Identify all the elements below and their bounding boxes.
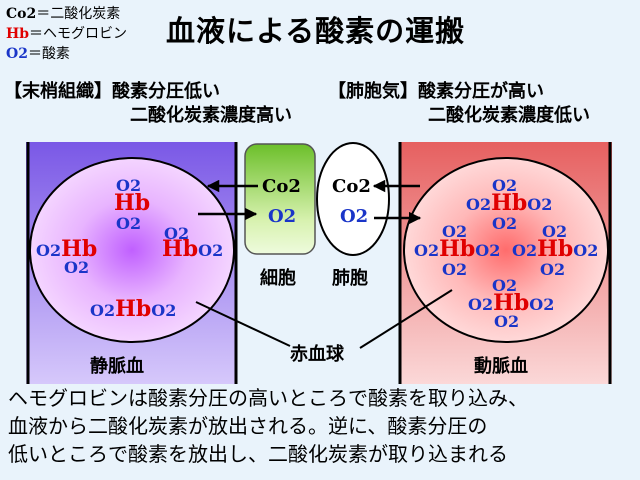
legend-co2: Co2＝二酸化炭素 — [6, 4, 120, 24]
o2-symbol: O2 — [475, 241, 501, 260]
hb-symbol: Hb — [491, 190, 528, 216]
legend-sep: ＝ — [36, 6, 51, 22]
arterial-o2hbo2-left: O2HbO2 — [414, 236, 500, 262]
arterial-o2hbo2-bottom: O2HbO2 — [468, 290, 554, 316]
venous-blood-label: 静脈血 — [90, 356, 144, 377]
right-condition: 【肺胞気】酸素分圧が高い — [328, 80, 544, 104]
arterial-o2: O2 — [442, 260, 468, 279]
o2-symbol: O2 — [468, 295, 494, 314]
legend-desc: ヘモグロビン — [43, 26, 128, 42]
legend-o2: O2＝酸素 — [6, 44, 70, 64]
arterial-o2: O2 — [540, 260, 566, 279]
alveolus — [316, 142, 390, 256]
legend-key: Hb — [6, 26, 30, 42]
arterial-o2: O2 — [494, 312, 520, 331]
o2-symbol: O2 — [573, 241, 599, 260]
arterial-o2: O2 — [492, 176, 518, 195]
o2-symbol: O2 — [36, 241, 62, 260]
leader-line-arterial — [359, 289, 453, 349]
venous-o2: O2 — [164, 224, 190, 243]
alveolus-o2: O2 — [340, 206, 369, 227]
o2-symbol: O2 — [512, 241, 538, 260]
left-condition-bracket: 【末梢組織】 — [4, 81, 112, 102]
arterial-o2: O2 — [492, 276, 518, 295]
explanation-line: 血液から二酸化炭素が放出される。逆に、酸素分圧の — [8, 414, 488, 438]
legend-hb: Hb＝ヘモグロビン — [6, 24, 127, 44]
explanation-line: ヘモグロビンは酸素分圧の高いところで酸素を取り込み、 — [8, 386, 528, 410]
venous-o2hbo2-bottom: O2HbO2 — [90, 296, 176, 322]
arterial-o2hbo2-top: O2HbO2 — [466, 190, 552, 216]
venous-hbo2-right: HbO2 — [162, 236, 223, 262]
venous-o2: O2 — [116, 176, 142, 195]
hb-symbol: Hb — [115, 296, 152, 322]
tissue-cell — [244, 143, 316, 255]
arterial-o2: O2 — [542, 222, 568, 241]
hb-symbol: Hb — [162, 236, 199, 262]
legend-key: Co2 — [6, 6, 37, 22]
leader-line-venous — [195, 301, 291, 347]
venous-o2hb-left: O2Hb — [36, 236, 97, 262]
o2-symbol: O2 — [529, 295, 555, 314]
o2-symbol: O2 — [90, 301, 116, 320]
hb-symbol: Hb — [493, 290, 530, 316]
o2-symbol: O2 — [414, 241, 440, 260]
alveolus-co2: Co2 — [332, 176, 371, 197]
venous-o2: O2 — [64, 258, 90, 277]
left-condition-line1: 酸素分圧低い — [112, 81, 220, 102]
left-condition-line2: 二酸化炭素濃度高い — [130, 105, 292, 126]
venous-o2: O2 — [116, 214, 142, 233]
arterial-o2: O2 — [442, 222, 468, 241]
o2-symbol: O2 — [198, 241, 224, 260]
right-condition-bracket: 【肺胞気】 — [328, 81, 418, 102]
o2-symbol: O2 — [466, 195, 492, 214]
legend-desc: 二酸化炭素 — [50, 6, 121, 22]
red-blood-cell-label: 赤血球 — [290, 344, 344, 365]
venous-hb: Hb — [114, 190, 151, 216]
alveolus-label: 肺胞 — [332, 268, 368, 289]
legend-sep: ＝ — [27, 46, 42, 62]
arterial-blood-label: 動脈血 — [474, 356, 528, 377]
venous-red-blood-cell — [29, 157, 235, 343]
hb-symbol: Hb — [537, 236, 574, 262]
o2-symbol: O2 — [151, 301, 177, 320]
explanation-text: ヘモグロビンは酸素分圧の高いところで酸素を取り込み、 血液から二酸化炭素が放出さ… — [8, 384, 638, 468]
right-condition-line1: 酸素分圧が高い — [418, 81, 544, 102]
cell-o2: O2 — [268, 206, 297, 227]
right-condition-line2: 二酸化炭素濃度低い — [428, 105, 590, 126]
o2-symbol: O2 — [527, 195, 553, 214]
legend-desc: 酸素 — [41, 46, 70, 62]
hb-symbol: Hb — [439, 236, 476, 262]
legend-sep: ＝ — [29, 26, 44, 42]
legend-key: O2 — [6, 46, 28, 62]
arterial-red-blood-cell — [403, 157, 609, 343]
page-title: 血液による酸素の運搬 — [166, 14, 466, 48]
cell-co2: Co2 — [262, 176, 301, 197]
hb-symbol: Hb — [61, 236, 98, 262]
explanation-line: 低いところで酸素を放出し、二酸化炭素が取り込まれる — [8, 442, 508, 466]
arterial-o2: O2 — [492, 214, 518, 233]
cell-label: 細胞 — [260, 268, 296, 289]
left-condition: 【末梢組織】酸素分圧低い — [4, 80, 220, 104]
arterial-o2hbo2-right: O2HbO2 — [512, 236, 598, 262]
